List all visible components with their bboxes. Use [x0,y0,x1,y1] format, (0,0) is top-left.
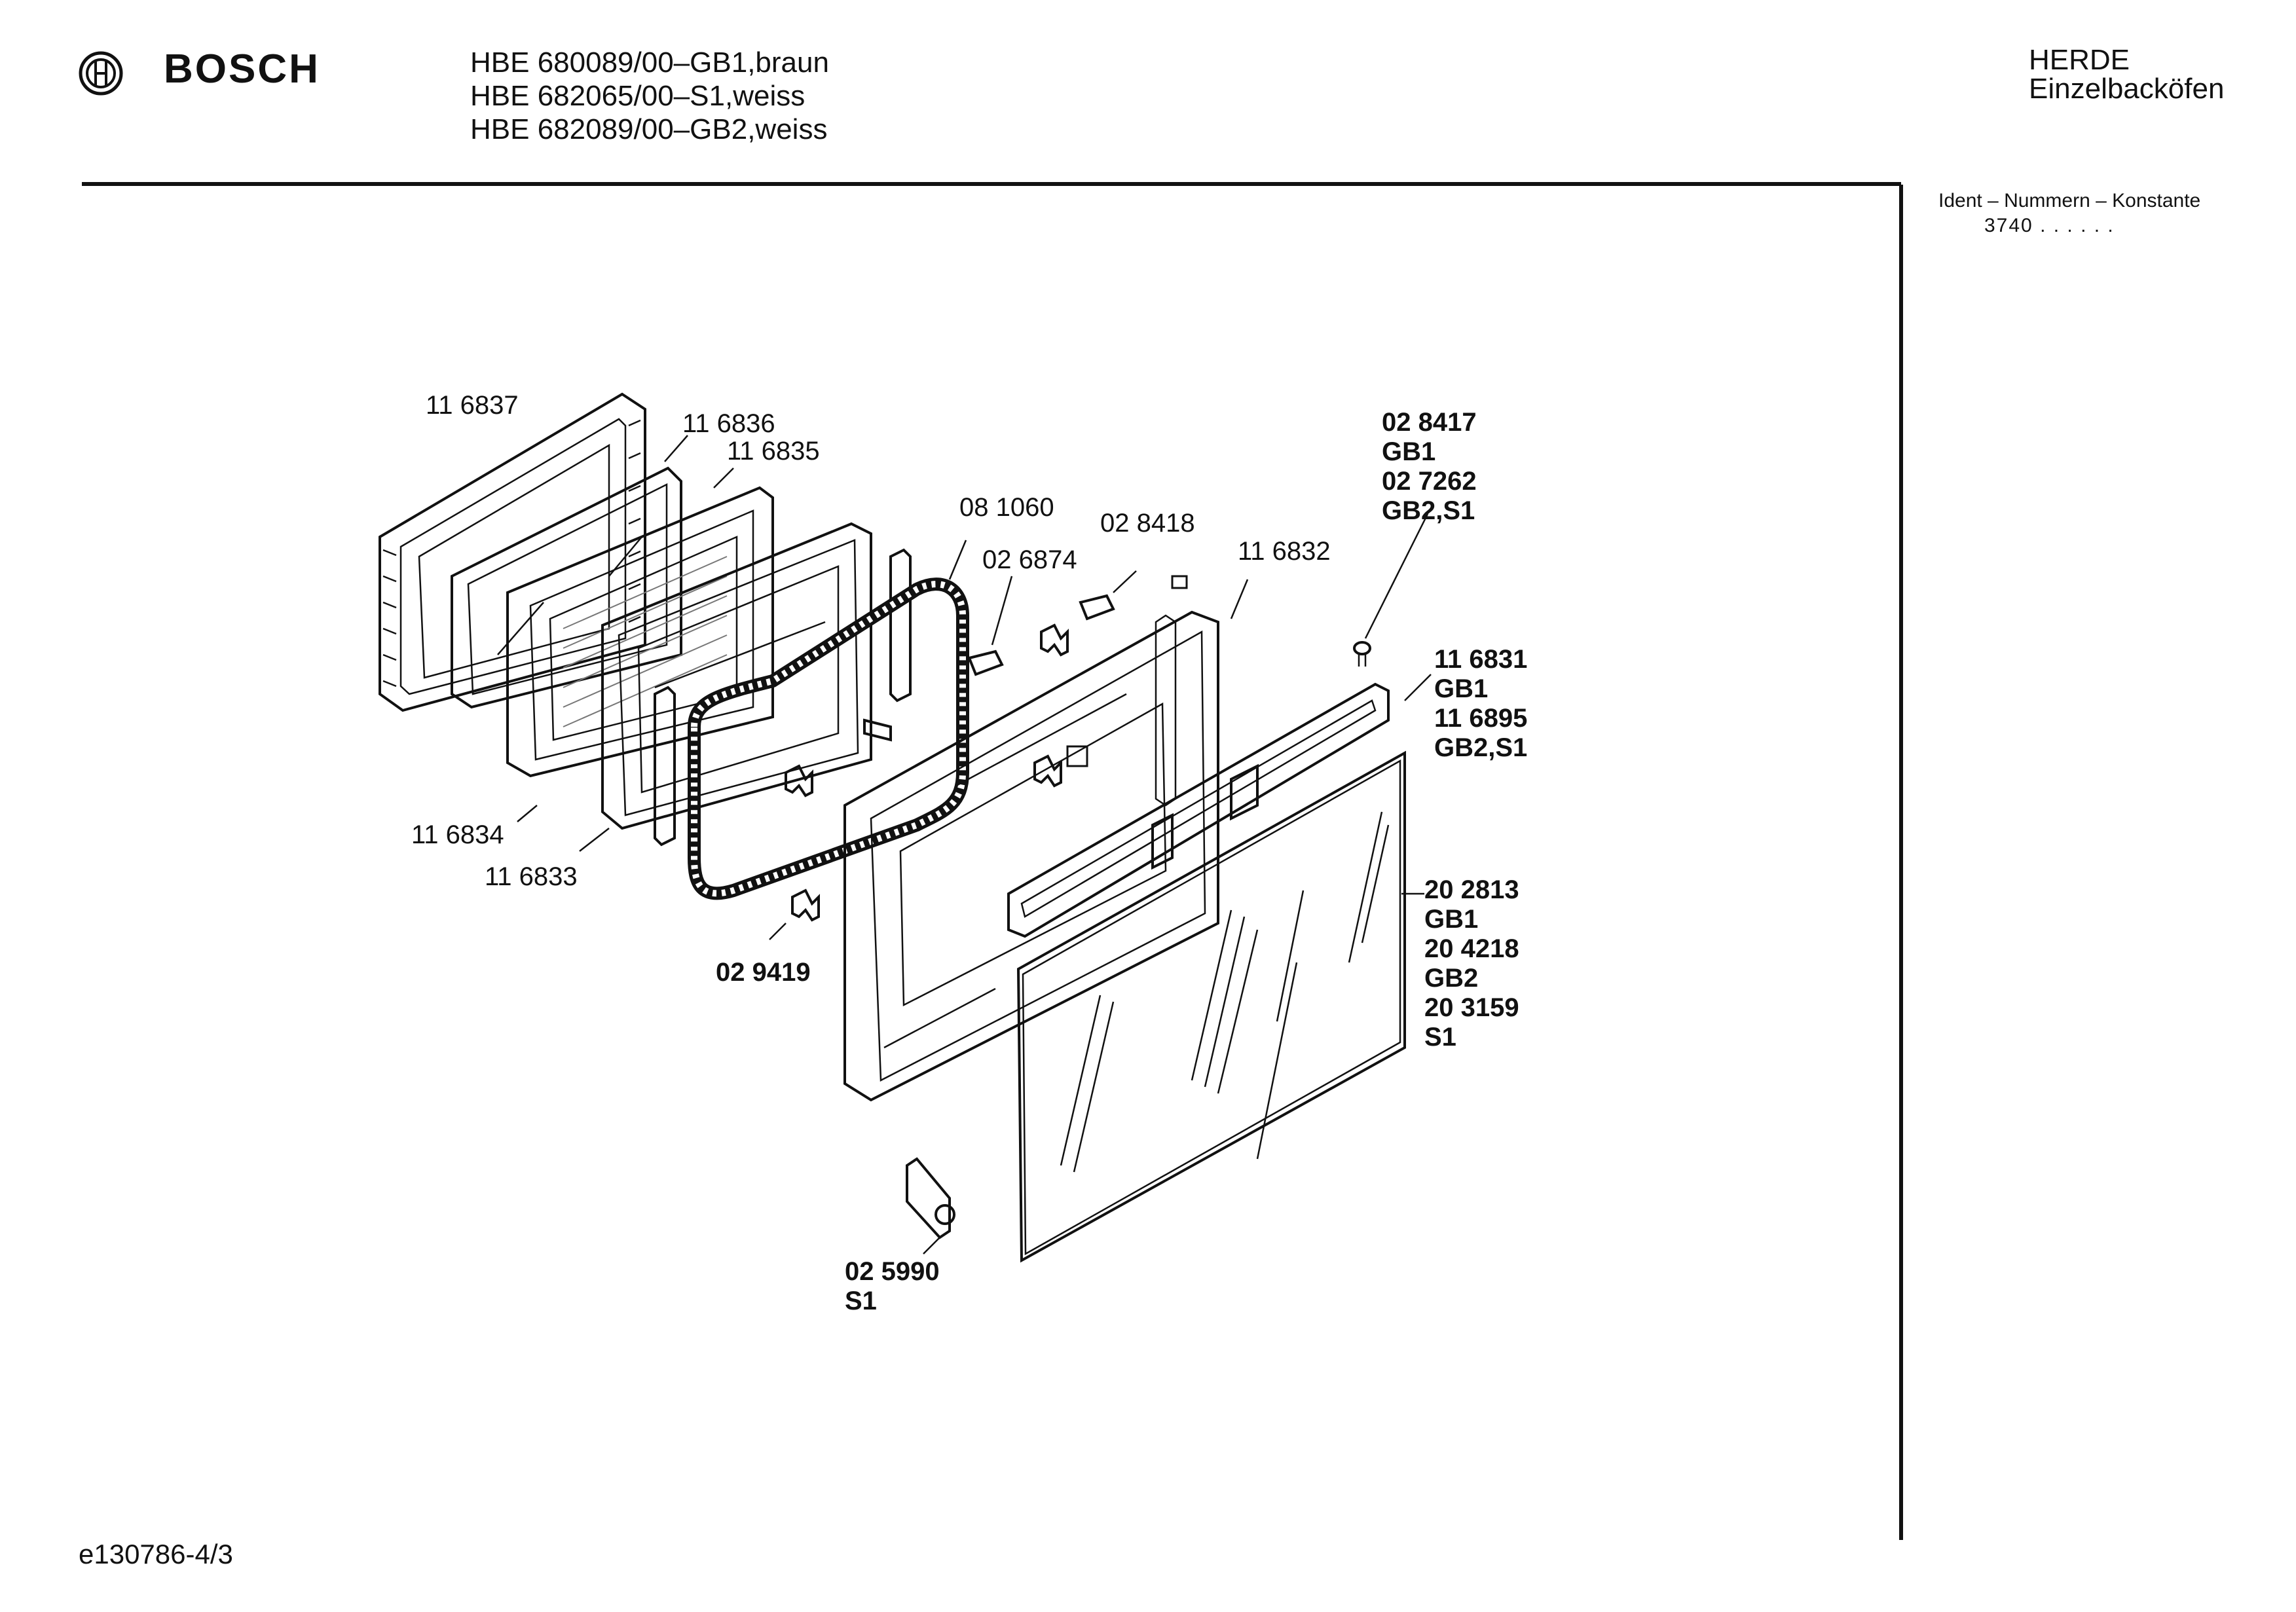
label-knob-line-3: 02 7262 [1382,467,1477,496]
main-door-frame [843,610,1219,1102]
header-divider [82,182,1901,186]
model-line-3: HBE 682089/00–GB2,weiss [470,113,828,145]
glass-reflections [1060,811,1390,1173]
ident-value: 3740 . . . . . . [1984,215,2115,236]
label-handle-line-3: 11 6895 [1434,704,1527,733]
label-glass-line-1: 20 2813 [1424,875,1519,904]
inner-glass-pane [451,466,682,709]
hinge-part [906,1157,955,1239]
label-026874: 02 6874 [982,545,1077,574]
label-hinge-line-2: S1 [845,1287,877,1315]
footer-code: e130786-4/3 [79,1539,233,1569]
part-labels: 11 6837 11 6836 11 6835 08 1060 02 8418 … [411,391,1527,1315]
insulation-texture [563,556,728,727]
label-handle-line-4: GB2,S1 [1434,733,1527,762]
label-handle-line-1: 11 6831 [1434,645,1527,674]
outer-glass-panel [1016,750,1406,1263]
label-029419: 02 9419 [716,958,811,987]
label-glass-line-3: 20 4218 [1424,934,1519,963]
label-081060: 08 1060 [959,493,1054,522]
clip-brackets [785,575,1188,922]
model-line-1: HBE 680089/00–GB1,braun [470,46,829,79]
label-knob-line-4: GB2,S1 [1382,496,1475,525]
label-116835: 11 6835 [727,437,820,466]
label-116834: 11 6834 [411,820,504,849]
label-116832: 11 6832 [1238,537,1331,566]
label-116836: 11 6836 [682,409,775,438]
label-hinge-line-1: 02 5990 [845,1257,940,1286]
door-handle [1007,682,1390,938]
category: HERDE Einzelbacköfen [2029,46,2224,103]
side-rail-bracket [654,548,912,847]
label-handle-line-2: GB1 [1434,674,1488,703]
label-knob-line-2: GB1 [1382,437,1435,466]
inner-door-panel [601,522,872,830]
label-glass-line-6: S1 [1424,1023,1456,1052]
label-116837: 11 6837 [426,391,519,420]
door-seal-gasket [688,577,969,900]
knob-part [1353,641,1371,667]
label-028418: 02 8418 [1100,509,1195,538]
label-glass-line-5: 20 3159 [1424,993,1519,1022]
leader-lines [517,435,1432,1255]
label-glass-line-2: GB1 [1424,905,1478,934]
ident-label: Ident – Nummern – Konstante [1938,190,2201,211]
label-glass-line-4: GB2 [1424,964,1478,993]
category-line-1: HERDE [2029,44,2130,76]
bosch-logo-icon [79,51,123,96]
brand-name: BOSCH [164,46,320,92]
model-list: HBE 680089/00–GB1,braun HBE 682065/00–S1… [470,46,829,146]
side-divider [1899,185,1903,1540]
label-116833: 11 6833 [485,862,578,891]
label-knob-line-1: 02 8417 [1382,408,1477,437]
model-line-2: HBE 682065/00–S1,weiss [470,80,805,112]
category-line-2: Einzelbacköfen [2029,73,2225,105]
